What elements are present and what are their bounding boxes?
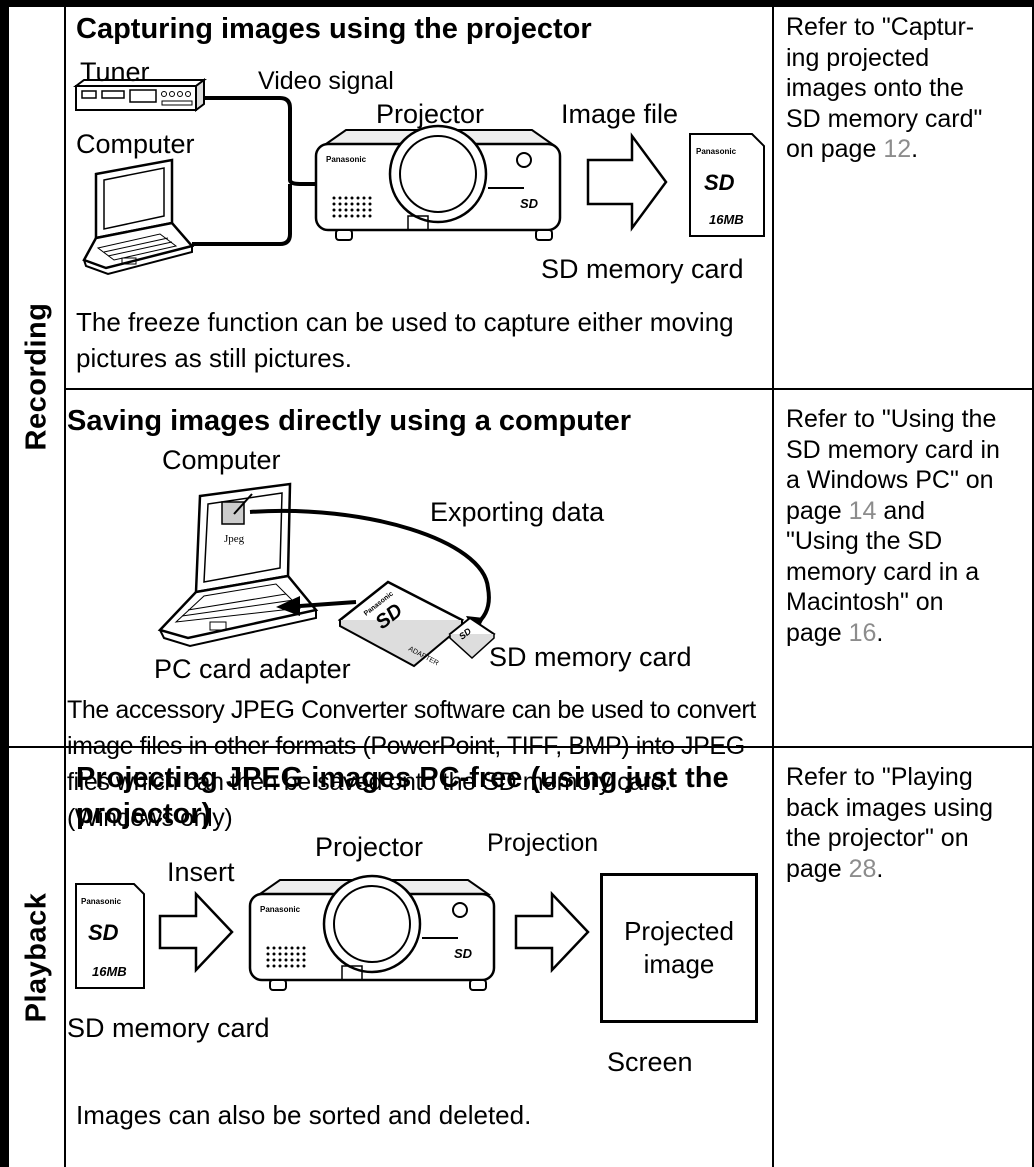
svg-text:SD: SD xyxy=(454,946,473,961)
playback-diagram: Panasonic SD 16MB Panasonic SD xyxy=(75,874,590,991)
sd-card-icon: Panasonic SD 16MB xyxy=(75,883,145,989)
label-insert: Insert xyxy=(167,857,235,887)
section1-reference: Refer to "Captur-ing projected images on… xyxy=(786,13,983,163)
section1-title: Capturing images using the projector xyxy=(76,13,592,45)
label-tuner: Tuner xyxy=(80,57,150,87)
section2-reference: Refer to "Using the SD memory card in a … xyxy=(786,405,1000,647)
svg-text:16MB: 16MB xyxy=(92,964,127,979)
svg-text:SD: SD xyxy=(520,196,539,211)
label-sd-card: SD memory card xyxy=(489,642,692,672)
page-reference-28[interactable]: 28 xyxy=(848,854,877,883)
page-reference-16[interactable]: 16 xyxy=(848,618,877,647)
page-reference-14[interactable]: 14 xyxy=(848,496,877,525)
row-divider-1 xyxy=(64,388,1034,390)
tuner-icon xyxy=(73,78,207,112)
svg-text:SD: SD xyxy=(88,920,119,945)
row-divider-2 xyxy=(0,746,1034,748)
sd-card-icon: SD xyxy=(448,616,496,660)
page-reference-12[interactable]: 12 xyxy=(883,135,912,163)
jpeg-file-icon xyxy=(221,501,245,525)
section3-title-line1: Projecting JPEG images PC-free (using ju… xyxy=(76,762,729,794)
label-sd-card: SD memory card xyxy=(541,254,744,284)
label-computer: Computer xyxy=(162,445,281,475)
projector-icon: Panasonic SD xyxy=(314,124,562,241)
section3-title-line2: projector) xyxy=(76,798,212,830)
projector-icon: Panasonic SD xyxy=(248,874,496,991)
svg-text:Jpeg: Jpeg xyxy=(224,533,245,545)
projection-screen: Projected image xyxy=(600,873,758,1023)
section1-description: The freeze function can be used to captu… xyxy=(76,307,734,373)
label-projector: Projector xyxy=(376,99,485,129)
section2-title: Saving images directly using a computer xyxy=(67,405,632,437)
label-computer: Computer xyxy=(76,129,195,159)
svg-text:16MB: 16MB xyxy=(709,212,744,227)
section3-description: Images can also be sorted and deleted. xyxy=(76,1100,532,1130)
svg-text:SD: SD xyxy=(704,170,735,195)
pc-card-adapter-icon: Panasonic SD ADAPTER xyxy=(337,580,465,667)
laptop-icon: Jpeg xyxy=(157,482,319,648)
label-screen: Screen xyxy=(607,1047,693,1077)
label-projector: Projector xyxy=(315,832,424,862)
label-projection: Projection xyxy=(487,829,599,857)
section3-reference: Refer to "Playing back images using the … xyxy=(786,763,994,883)
category-recording: Recording xyxy=(20,302,52,451)
svg-text:Panasonic: Panasonic xyxy=(81,897,122,906)
sd-card-icon: Panasonic SD 16MB xyxy=(689,133,765,237)
label-pc-card-adapter: PC card adapter xyxy=(154,654,351,684)
table-border-top xyxy=(0,0,1034,7)
label-video-signal: Video signal xyxy=(258,67,394,95)
table-border-right xyxy=(1032,0,1034,1167)
svg-text:Panasonic: Panasonic xyxy=(326,155,367,164)
section2-description: The accessory JPEG Converter software ca… xyxy=(67,696,756,832)
category-column-divider xyxy=(64,0,66,1167)
insert-arrow-icon xyxy=(158,890,234,974)
arrow-icon xyxy=(586,132,668,232)
capture-diagram: Panasonic SD Panasonic SD 16MB xyxy=(73,78,765,276)
svg-text:Panasonic: Panasonic xyxy=(260,905,301,914)
table-border-left xyxy=(0,0,9,1167)
laptop-icon xyxy=(82,158,195,276)
category-playback: Playback xyxy=(20,892,53,1023)
label-exporting-data: Exporting data xyxy=(430,497,605,527)
label-sd-card: SD memory card xyxy=(67,1013,270,1043)
svg-text:Panasonic: Panasonic xyxy=(696,147,737,156)
projection-arrow-icon xyxy=(514,890,590,974)
reference-column-divider xyxy=(772,0,774,1167)
label-image-file: Image file xyxy=(561,99,679,129)
export-diagram: Jpeg Panasonic SD ADAPTER SD xyxy=(157,482,496,667)
